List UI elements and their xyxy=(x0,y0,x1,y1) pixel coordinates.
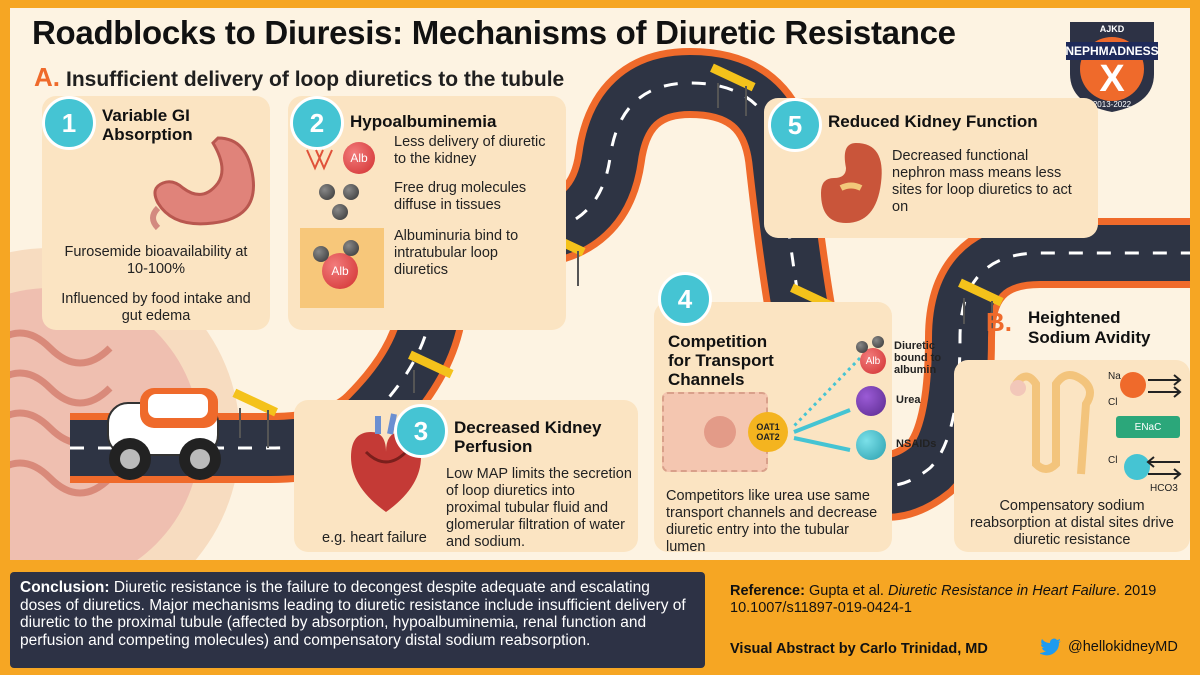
bound-drug-molecule-icon xyxy=(313,246,329,262)
box3-caption: e.g. heart failure xyxy=(322,530,427,546)
section-b-letter: B. xyxy=(986,307,1012,337)
enac-label: ENaC xyxy=(1134,421,1162,433)
logo-years: 2013-2022 xyxy=(1092,100,1132,109)
car-icon xyxy=(107,388,221,480)
albumin-bound-icon: Alb xyxy=(322,253,358,289)
nephmadness-logo: AJKD NEPHMADNESS X 2013-2022 xyxy=(1062,14,1162,114)
free-drug-molecule-icon xyxy=(343,184,359,200)
box5-title: Reduced Kidney Function xyxy=(828,112,1038,131)
page-title: Roadblocks to Diuresis: Mechanisms of Di… xyxy=(32,14,956,51)
box3-title: Decreased Kidney Perfusion xyxy=(454,418,602,456)
cl-label-2: Cl xyxy=(1108,455,1118,466)
box4-label-urea: Urea xyxy=(896,394,921,406)
enac-channel: ENaC xyxy=(1116,416,1180,438)
infographic-panel: Roadblocks to Diuresis: Mechanisms of Di… xyxy=(10,8,1190,560)
box4-label-nsaids: NSAIDs xyxy=(896,438,937,450)
conclusion-text: Diuretic resistance is the failure to de… xyxy=(20,579,686,649)
hco3-label: HCO3 xyxy=(1150,483,1178,494)
nephron-icon xyxy=(1010,371,1094,475)
reference-title: Diuretic Resistance in Heart Failure xyxy=(887,583,1117,599)
author-credit: Visual Abstract by Carlo Trinidad, MD xyxy=(730,641,988,657)
reference-doi: 10.1007/s11897-019-0424-1 xyxy=(730,600,912,616)
section-b-heading: B. Heightened Sodium Avidity xyxy=(986,308,1168,348)
free-drug-molecule-icon xyxy=(332,204,348,220)
box-kidney-perfusion xyxy=(294,400,638,552)
oat2-label: OAT2 xyxy=(756,432,780,442)
nkcc-transporter-icon xyxy=(1120,372,1146,398)
section-b-text: Compensatory sodium reabsorption at dist… xyxy=(970,498,1174,548)
box2-title: Hypoalbuminemia xyxy=(350,112,497,131)
reference-year: 2019 xyxy=(1124,583,1157,599)
conclusion-label: Conclusion: xyxy=(20,579,110,596)
logo-name: NEPHMADNESS xyxy=(1065,44,1159,58)
reference-label: Reference: xyxy=(730,583,805,599)
diuretic-molecule-icon xyxy=(856,341,868,353)
down-arrows-icon xyxy=(306,149,333,171)
competition-arrows xyxy=(790,356,862,452)
box1-text-1: Furosemide bioavailability at 10-100% xyxy=(64,244,248,277)
na-label: Na xyxy=(1108,371,1121,382)
intestine-folds xyxy=(10,329,113,497)
step-4-badge: 4 xyxy=(658,272,712,326)
reference-authors: Gupta et al. xyxy=(808,583,884,599)
logo-top: AJKD xyxy=(1099,24,1125,34)
nsaid-icon xyxy=(856,430,886,460)
pendrin-transporter-icon xyxy=(1124,454,1150,480)
box5-text: Decreased functional nephron mass means … xyxy=(892,148,1072,215)
reference-block: Reference: Gupta et al. Diuretic Resista… xyxy=(730,583,1157,616)
box2-text-1: Less delivery of diuretic to the kidney xyxy=(394,134,546,167)
section-b-label: Heightened Sodium Avidity xyxy=(1028,308,1151,347)
cell-nucleus xyxy=(704,416,736,448)
urea-icon xyxy=(856,386,886,416)
box1-text-2: Influenced by food intake and gut edema xyxy=(61,291,251,324)
oat-transporter: OAT1 OAT2 xyxy=(748,412,788,452)
twitter-bird-icon xyxy=(1040,638,1061,656)
box3-text: Low MAP limits the secretion of loop diu… xyxy=(446,466,632,550)
section-a-label: Insufficient delivery of loop diuretics … xyxy=(66,68,565,91)
barrier-2 xyxy=(408,350,454,393)
box2-text-3: Albuminuria bind to intratubular loop di… xyxy=(394,228,519,278)
bound-drug-molecule-icon xyxy=(343,240,359,256)
barrier-1 xyxy=(232,388,278,448)
step-2-badge: 2 xyxy=(290,96,344,150)
box2-text-2: Free drug molecules diffuse in tissues xyxy=(394,180,527,213)
box4-label-diuretic: Diuretic bound to albumin xyxy=(894,340,942,376)
twitter-handle-text: @hellokidneyMD xyxy=(1068,639,1178,655)
barrier-4 xyxy=(710,63,756,116)
cl-label-1: Cl xyxy=(1108,397,1118,408)
step-1-badge: 1 xyxy=(42,96,96,150)
section-a-heading: A. Insufficient delivery of loop diuretic… xyxy=(34,62,564,93)
box1-title: Variable GI Absorption xyxy=(102,106,193,144)
oat1-label: OAT1 xyxy=(756,422,780,432)
albumin-icon: Alb xyxy=(343,142,375,174)
logo-shield-icon xyxy=(1066,22,1158,112)
diuretic-molecule-icon xyxy=(872,336,884,348)
barrier-6 xyxy=(958,278,1004,330)
box4-title: Competition for Transport Channels xyxy=(668,332,774,389)
exchange-arrows-icon xyxy=(1146,456,1182,480)
conclusion-box: Conclusion: Diuretic resistance is the f… xyxy=(10,572,705,668)
transport-arrows-icon xyxy=(1148,374,1182,398)
stomach-icon xyxy=(150,136,255,230)
logo-numeral: X xyxy=(1099,58,1125,100)
box4-text: Competitors like urea use same transport… xyxy=(666,488,878,555)
step-5-badge: 5 xyxy=(768,98,822,152)
step-3-badge: 3 xyxy=(394,404,448,458)
section-a-letter: A. xyxy=(34,62,60,92)
kidney-icon xyxy=(821,143,882,223)
free-drug-molecule-icon xyxy=(319,184,335,200)
twitter-handle[interactable]: @hellokidneyMD xyxy=(1040,638,1178,656)
